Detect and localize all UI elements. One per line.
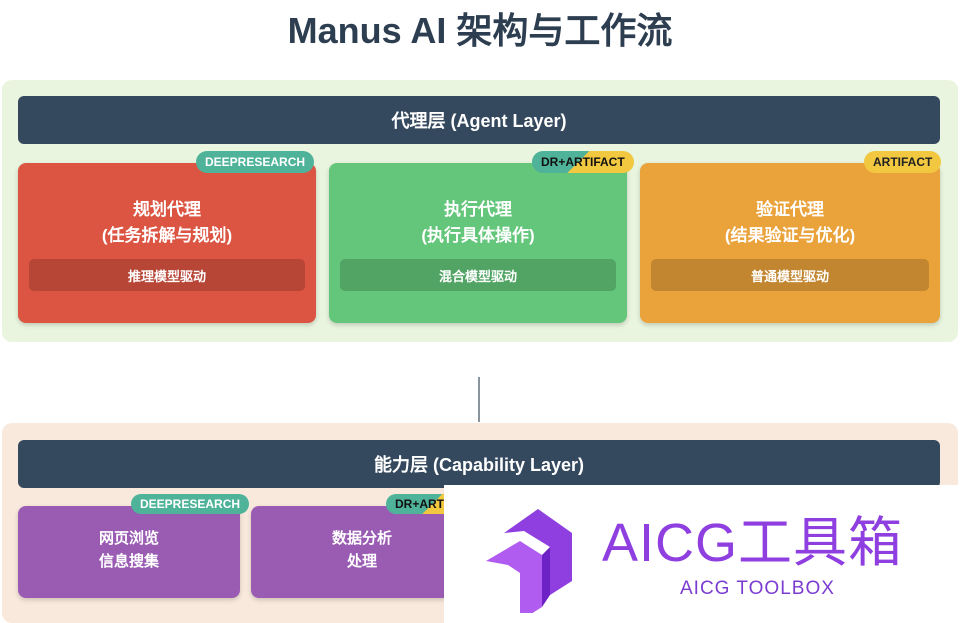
verification-agent-desc: (结果验证与优化)	[724, 226, 856, 245]
data-analysis-name: 数据分析	[331, 530, 392, 547]
agent-layer-panel: 代理层 (Agent Layer) 规划代理 (任务拆解与规划) 推理模型驱动 …	[2, 80, 958, 342]
planning-agent-badge: DEEPRESEARCH	[196, 151, 315, 173]
execution-agent-card: 执行代理 (执行具体操作) 混合模型驱动	[329, 163, 627, 323]
watermark: AICG工具箱 AICG TOOLBOX	[444, 485, 960, 623]
execution-agent-desc: (执行具体操作)	[421, 226, 535, 245]
layer-connector	[478, 377, 480, 422]
planning-agent-card: 规划代理 (任务拆解与规划) 推理模型驱动	[18, 163, 316, 323]
verification-agent-model: 普通模型驱动	[651, 259, 929, 291]
verification-agent-badge: ARTIFACT	[864, 151, 942, 173]
web-browsing-card: 网页浏览 信息搜集	[18, 506, 240, 598]
planning-agent-model: 推理模型驱动	[29, 259, 305, 291]
verification-agent-name: 验证代理	[756, 200, 824, 219]
execution-agent-model: 混合模型驱动	[340, 259, 616, 291]
data-analysis-card: 数据分析 处理	[251, 506, 473, 598]
web-browsing-name: 网页浏览	[98, 530, 159, 547]
web-browsing-desc: 信息搜集	[98, 553, 159, 570]
watermark-subtitle: AICG TOOLBOX	[680, 578, 835, 599]
planning-agent-desc: (任务拆解与规划)	[101, 226, 233, 245]
watermark-brand: AICG工具箱	[602, 513, 904, 573]
web-browsing-badge: DEEPRESEARCH	[131, 494, 250, 514]
execution-agent-badge: DR+ARTIFACT	[532, 151, 634, 173]
verification-agent-card: 验证代理 (结果验证与优化) 普通模型驱动	[640, 163, 940, 323]
page-title: Manus AI 架构与工作流	[287, 10, 673, 51]
capability-layer-header: 能力层 (Capability Layer)	[18, 440, 940, 488]
aicg-logo-icon	[486, 509, 572, 613]
data-analysis-desc: 处理	[346, 553, 377, 570]
execution-agent-name: 执行代理	[444, 200, 512, 219]
planning-agent-name: 规划代理	[133, 200, 201, 219]
agent-layer-header: 代理层 (Agent Layer)	[18, 96, 940, 144]
